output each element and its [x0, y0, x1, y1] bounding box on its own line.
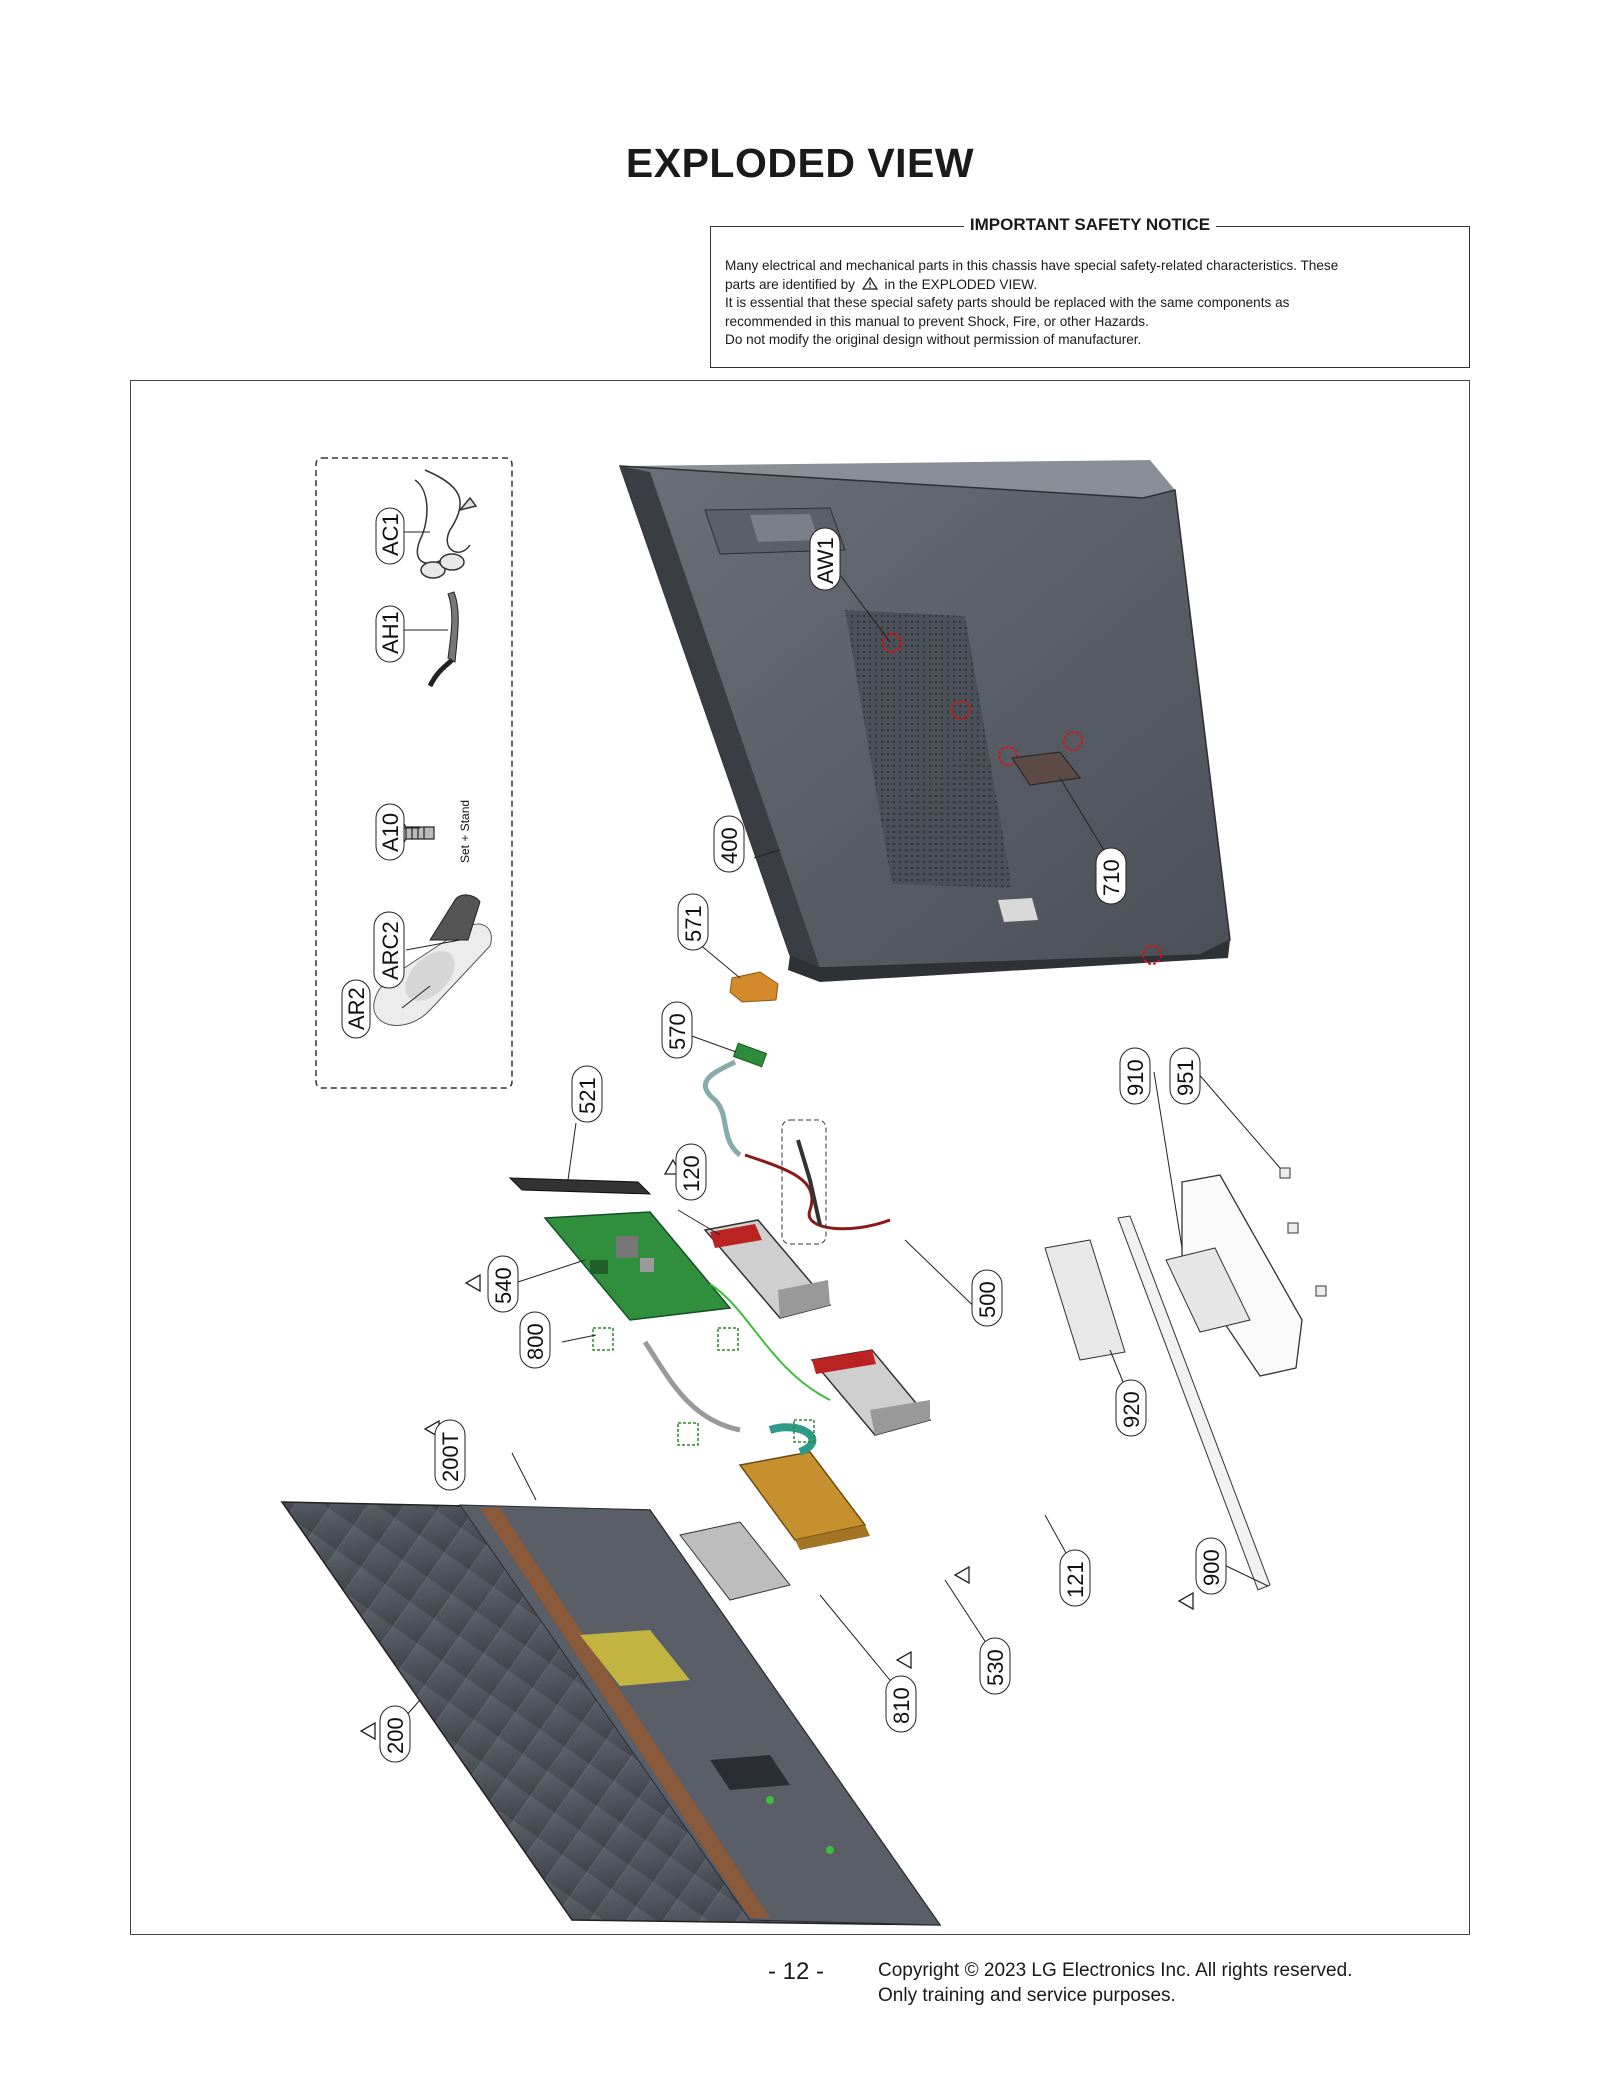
speaker-part	[810, 1349, 932, 1436]
callout-521: 521	[571, 1065, 603, 1123]
callout-710: 710	[1095, 847, 1127, 905]
orange-panel-part	[738, 1423, 870, 1550]
white-cable	[703, 1059, 742, 1157]
remote-control-part	[373, 894, 492, 1026]
display-panel-part	[280, 1501, 942, 1926]
accessory-note: Set + Stand	[458, 800, 472, 863]
svg-text:AW1: AW1	[813, 537, 838, 584]
stand-plate	[1165, 1247, 1251, 1333]
callout-200: 200	[379, 1705, 411, 1763]
svg-text:A10: A10	[378, 813, 403, 852]
callout-920: 920	[1115, 1379, 1147, 1437]
bar-part	[508, 1177, 652, 1195]
callout-AW1: AW1	[809, 527, 841, 591]
svg-text:540: 540	[491, 1267, 516, 1304]
callout-AH1: AH1	[375, 605, 405, 663]
notice-line-2a: parts are identified by	[725, 276, 855, 292]
footer-copyright: Copyright © 2023 LG Electronics Inc. All…	[878, 1958, 1352, 2008]
callout-400: 400	[713, 815, 745, 873]
callout-910: 910	[1119, 1047, 1151, 1105]
small-panel-part	[1044, 1239, 1126, 1361]
notice-line-3: It is essential that these special safet…	[725, 295, 1290, 310]
svg-text:200T: 200T	[438, 1432, 463, 1482]
svg-text:121: 121	[1063, 1561, 1088, 1598]
svg-text:810: 810	[889, 1687, 914, 1724]
svg-text:571: 571	[681, 905, 706, 942]
clip-markers	[592, 1327, 815, 1446]
speaker-cable	[796, 1139, 822, 1226]
svg-text:200: 200	[383, 1717, 408, 1754]
callout-200T: 200T	[434, 1419, 466, 1491]
svg-text:521: 521	[575, 1077, 600, 1114]
notice-line-4: recommended in this manual to prevent Sh…	[725, 313, 1149, 329]
orange-bracket-part	[729, 971, 779, 1003]
callout-800: 800	[519, 1311, 551, 1369]
svg-text:800: 800	[523, 1323, 548, 1360]
svg-text:AR2: AR2	[344, 987, 369, 1030]
svg-text:AC1: AC1	[378, 513, 403, 556]
safety-notice-heading: IMPORTANT SAFETY NOTICE	[963, 215, 1217, 234]
page-number: - 12 -	[768, 1958, 825, 1985]
svg-text:920: 920	[1119, 1391, 1144, 1428]
callout-A10: A10	[375, 803, 405, 861]
power-cord-part	[414, 469, 478, 579]
callout-540: 540	[487, 1255, 519, 1313]
green-cable	[709, 1283, 831, 1401]
svg-text:910: 910	[1123, 1059, 1148, 1096]
screw-marker-group	[882, 633, 1162, 965]
svg-text:900: 900	[1199, 1549, 1224, 1586]
notice-line-2: parts are identified by in the EXPLODED …	[725, 276, 1455, 295]
callout-951: 951	[1169, 1047, 1201, 1105]
svg-text:710: 710	[1099, 859, 1124, 896]
warning-triangle-icon	[861, 276, 878, 290]
svg-text:951: 951	[1173, 1059, 1198, 1096]
cable-holder-part	[427, 591, 459, 688]
stand-neck-part	[1117, 1215, 1271, 1591]
callout-570: 570	[661, 1001, 693, 1059]
svg-text:570: 570	[665, 1013, 690, 1050]
notice-line-2b: in the EXPLODED VIEW.	[884, 276, 1038, 292]
svg-text:530: 530	[983, 1649, 1008, 1686]
safety-notice-body: Many electrical and mechanical parts in …	[725, 257, 1455, 350]
red-cable	[744, 1153, 891, 1231]
notice-line-1: Many electrical and mechanical parts in …	[725, 258, 1339, 273]
svg-text:AH1: AH1	[378, 611, 403, 654]
svg-text:ARC2: ARC2	[378, 921, 403, 980]
main-board-part	[543, 1211, 732, 1321]
power-supply-part	[703, 1219, 832, 1319]
callout-AC1: AC1	[375, 507, 405, 565]
safety-notice-box: IMPORTANT SAFETY NOTICE Many electrical …	[710, 215, 1470, 368]
callout-810: 810	[885, 1675, 917, 1733]
copyright-line: Copyright © 2023 LG Electronics Inc. All…	[878, 1960, 1353, 1981]
flat-cable	[642, 1340, 741, 1433]
small-board-part	[732, 1042, 768, 1068]
stand-feet-part	[1279, 1167, 1327, 1297]
callout-530: 530	[979, 1637, 1011, 1695]
page-title: EXPLODED VIEW	[625, 140, 975, 186]
callout-900: 900	[1195, 1537, 1227, 1595]
exploded-view-frame	[130, 380, 1470, 1935]
purpose-line: Only training and service purposes.	[878, 1985, 1176, 2006]
bracket-part	[1011, 751, 1081, 786]
exploded-view-drawing: Set + Stand	[280, 457, 1327, 1926]
back-cover-part	[618, 460, 1231, 982]
metal-bracket-part	[679, 1521, 791, 1601]
notice-line-5: Do not modify the original design withou…	[725, 332, 1142, 347]
svg-text:500: 500	[975, 1281, 1000, 1318]
callout-AR2: AR2	[341, 979, 371, 1039]
callout-571: 571	[677, 893, 709, 951]
callout-ARC2: ARC2	[373, 911, 405, 989]
svg-text:120: 120	[679, 1155, 704, 1192]
accessory-box	[315, 457, 513, 1089]
svg-text:400: 400	[717, 827, 742, 864]
callout-120: 120	[675, 1143, 707, 1201]
callout-500: 500	[971, 1269, 1003, 1327]
callout-121: 121	[1059, 1549, 1091, 1607]
